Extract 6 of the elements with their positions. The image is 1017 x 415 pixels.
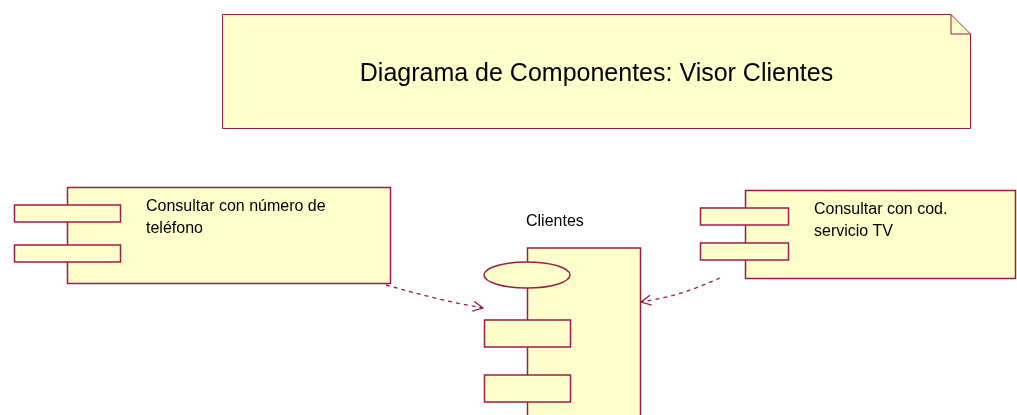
dependency-arrow bbox=[385, 284, 484, 312]
component-label: Consultar con cod. servicio TV bbox=[814, 199, 949, 241]
component-name: Clientes bbox=[526, 212, 584, 230]
component-label: Consultar con número de teléfono bbox=[146, 196, 327, 238]
dependency-arrow bbox=[640, 277, 721, 306]
note-title: Diagrama de Componentes: Visor Clientes bbox=[358, 58, 835, 87]
